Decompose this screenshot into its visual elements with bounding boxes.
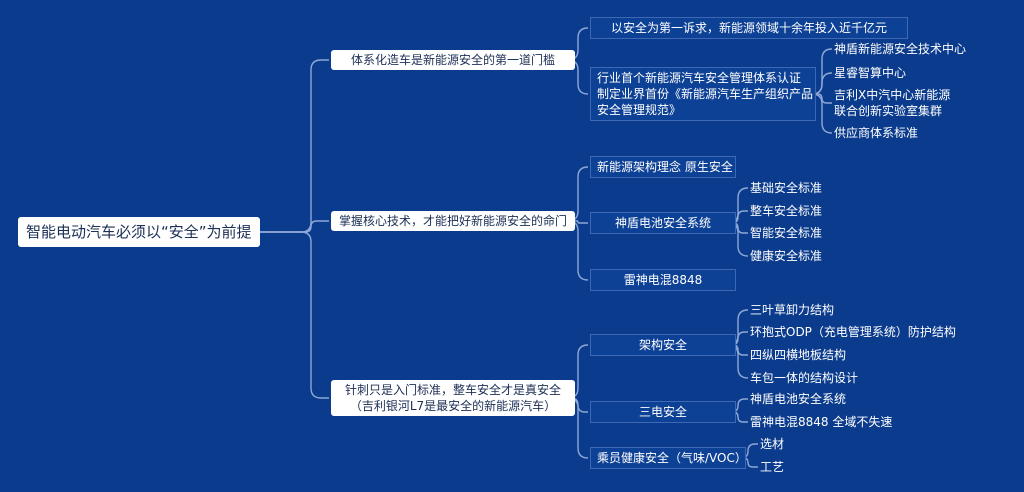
branch-3-line-1: 针刺只是入门标准，整车安全才是真安全 xyxy=(344,383,561,397)
branch-1-leaf-3[interactable]: 吉利X中汽中心新能源 联合创新实验室集群 xyxy=(834,87,950,119)
branch-3-child-2[interactable]: 三电安全 xyxy=(590,401,736,423)
branch-3-leaf-1[interactable]: 三叶草卸力结构 xyxy=(750,303,835,317)
branch-2-leaf-3[interactable]: 智能安全标准 xyxy=(750,226,823,240)
branch-3-child-1[interactable]: 架构安全 xyxy=(590,334,736,356)
branch-3-leaf-4[interactable]: 车包一体的结构设计 xyxy=(750,371,859,385)
branch-2-leaf-1[interactable]: 基础安全标准 xyxy=(750,181,823,195)
branch-1-child-2-line-1: 行业首个新能源汽车安全管理体系认证 xyxy=(597,71,802,85)
branch-1-leaf-3-line-1: 吉利X中汽中心新能源 xyxy=(834,88,951,102)
branch-3-leaf-8[interactable]: 工艺 xyxy=(760,460,785,474)
branch-1-node[interactable]: 体系化造车是新能源安全的第一道门槛 xyxy=(331,50,575,70)
connector-n-b1c1-n-b1c1g2 xyxy=(816,93,832,104)
branch-3-leaf-6[interactable]: 雷神电混8848 全域不失速 xyxy=(750,415,893,429)
branch-1-leaf-1[interactable]: 神盾新能源安全技术中心 xyxy=(834,42,967,56)
branch-2-leaf-4[interactable]: 健康安全标准 xyxy=(750,249,823,263)
root-node[interactable]: 智能电动汽车必须以“安全”为前提 xyxy=(18,217,260,247)
branch-2-child-2[interactable]: 神盾电池安全系统 xyxy=(590,212,736,234)
branch-1-child-1[interactable]: 以安全为第一诉求，新能源领域十余年投入近千亿元 xyxy=(590,17,908,39)
branch-1-child-2[interactable]: 行业首个新能源汽车安全管理体系认证 制定业界首份《新能源汽车生产组织产品 安全管… xyxy=(590,67,816,121)
branch-3-leaf-7[interactable]: 选材 xyxy=(760,437,785,451)
branch-2-child-3[interactable]: 雷神电混8848 xyxy=(590,269,736,291)
branch-3-child-3[interactable]: 乘员健康安全（气味/VOC） xyxy=(590,447,747,469)
branch-3-leaf-3[interactable]: 四纵四横地板结构 xyxy=(750,348,847,362)
connector-n-root-n-b2 xyxy=(260,220,329,233)
branch-2-leaf-2[interactable]: 整车安全标准 xyxy=(750,204,823,218)
branch-3-node[interactable]: 针刺只是入门标准，整车安全才是真安全 （吉利银河L7是最安全的新能源汽车） xyxy=(331,380,575,416)
branch-1-leaf-3-line-2: 联合创新实验室集群 xyxy=(834,104,943,118)
branch-2-child-1[interactable]: 新能源架构理念 原生安全 xyxy=(590,156,736,178)
connector-n-root-n-b1 xyxy=(260,59,329,233)
connector-n-root-n-b3 xyxy=(260,231,329,399)
branch-1-leaf-4[interactable]: 供应商体系标准 xyxy=(834,126,919,140)
branch-1-child-2-line-2: 制定业界首份《新能源汽车生产组织产品 xyxy=(597,87,814,101)
branch-2-node[interactable]: 掌握核心技术，才能把好新能源安全的命门 xyxy=(331,211,575,231)
branch-3-leaf-2[interactable]: 环抱式ODP（充电管理系统）防护结构 xyxy=(750,325,956,339)
branch-3-line-2: （吉利银河L7是最安全的新能源汽车） xyxy=(349,399,557,413)
branch-1-child-2-line-3: 安全管理规范》 xyxy=(597,103,682,117)
branch-3-leaf-5[interactable]: 神盾电池安全系统 xyxy=(750,392,847,406)
connector-n-b2-n-b2c1 xyxy=(575,220,588,224)
branch-1-leaf-2[interactable]: 星睿智算中心 xyxy=(834,66,907,80)
